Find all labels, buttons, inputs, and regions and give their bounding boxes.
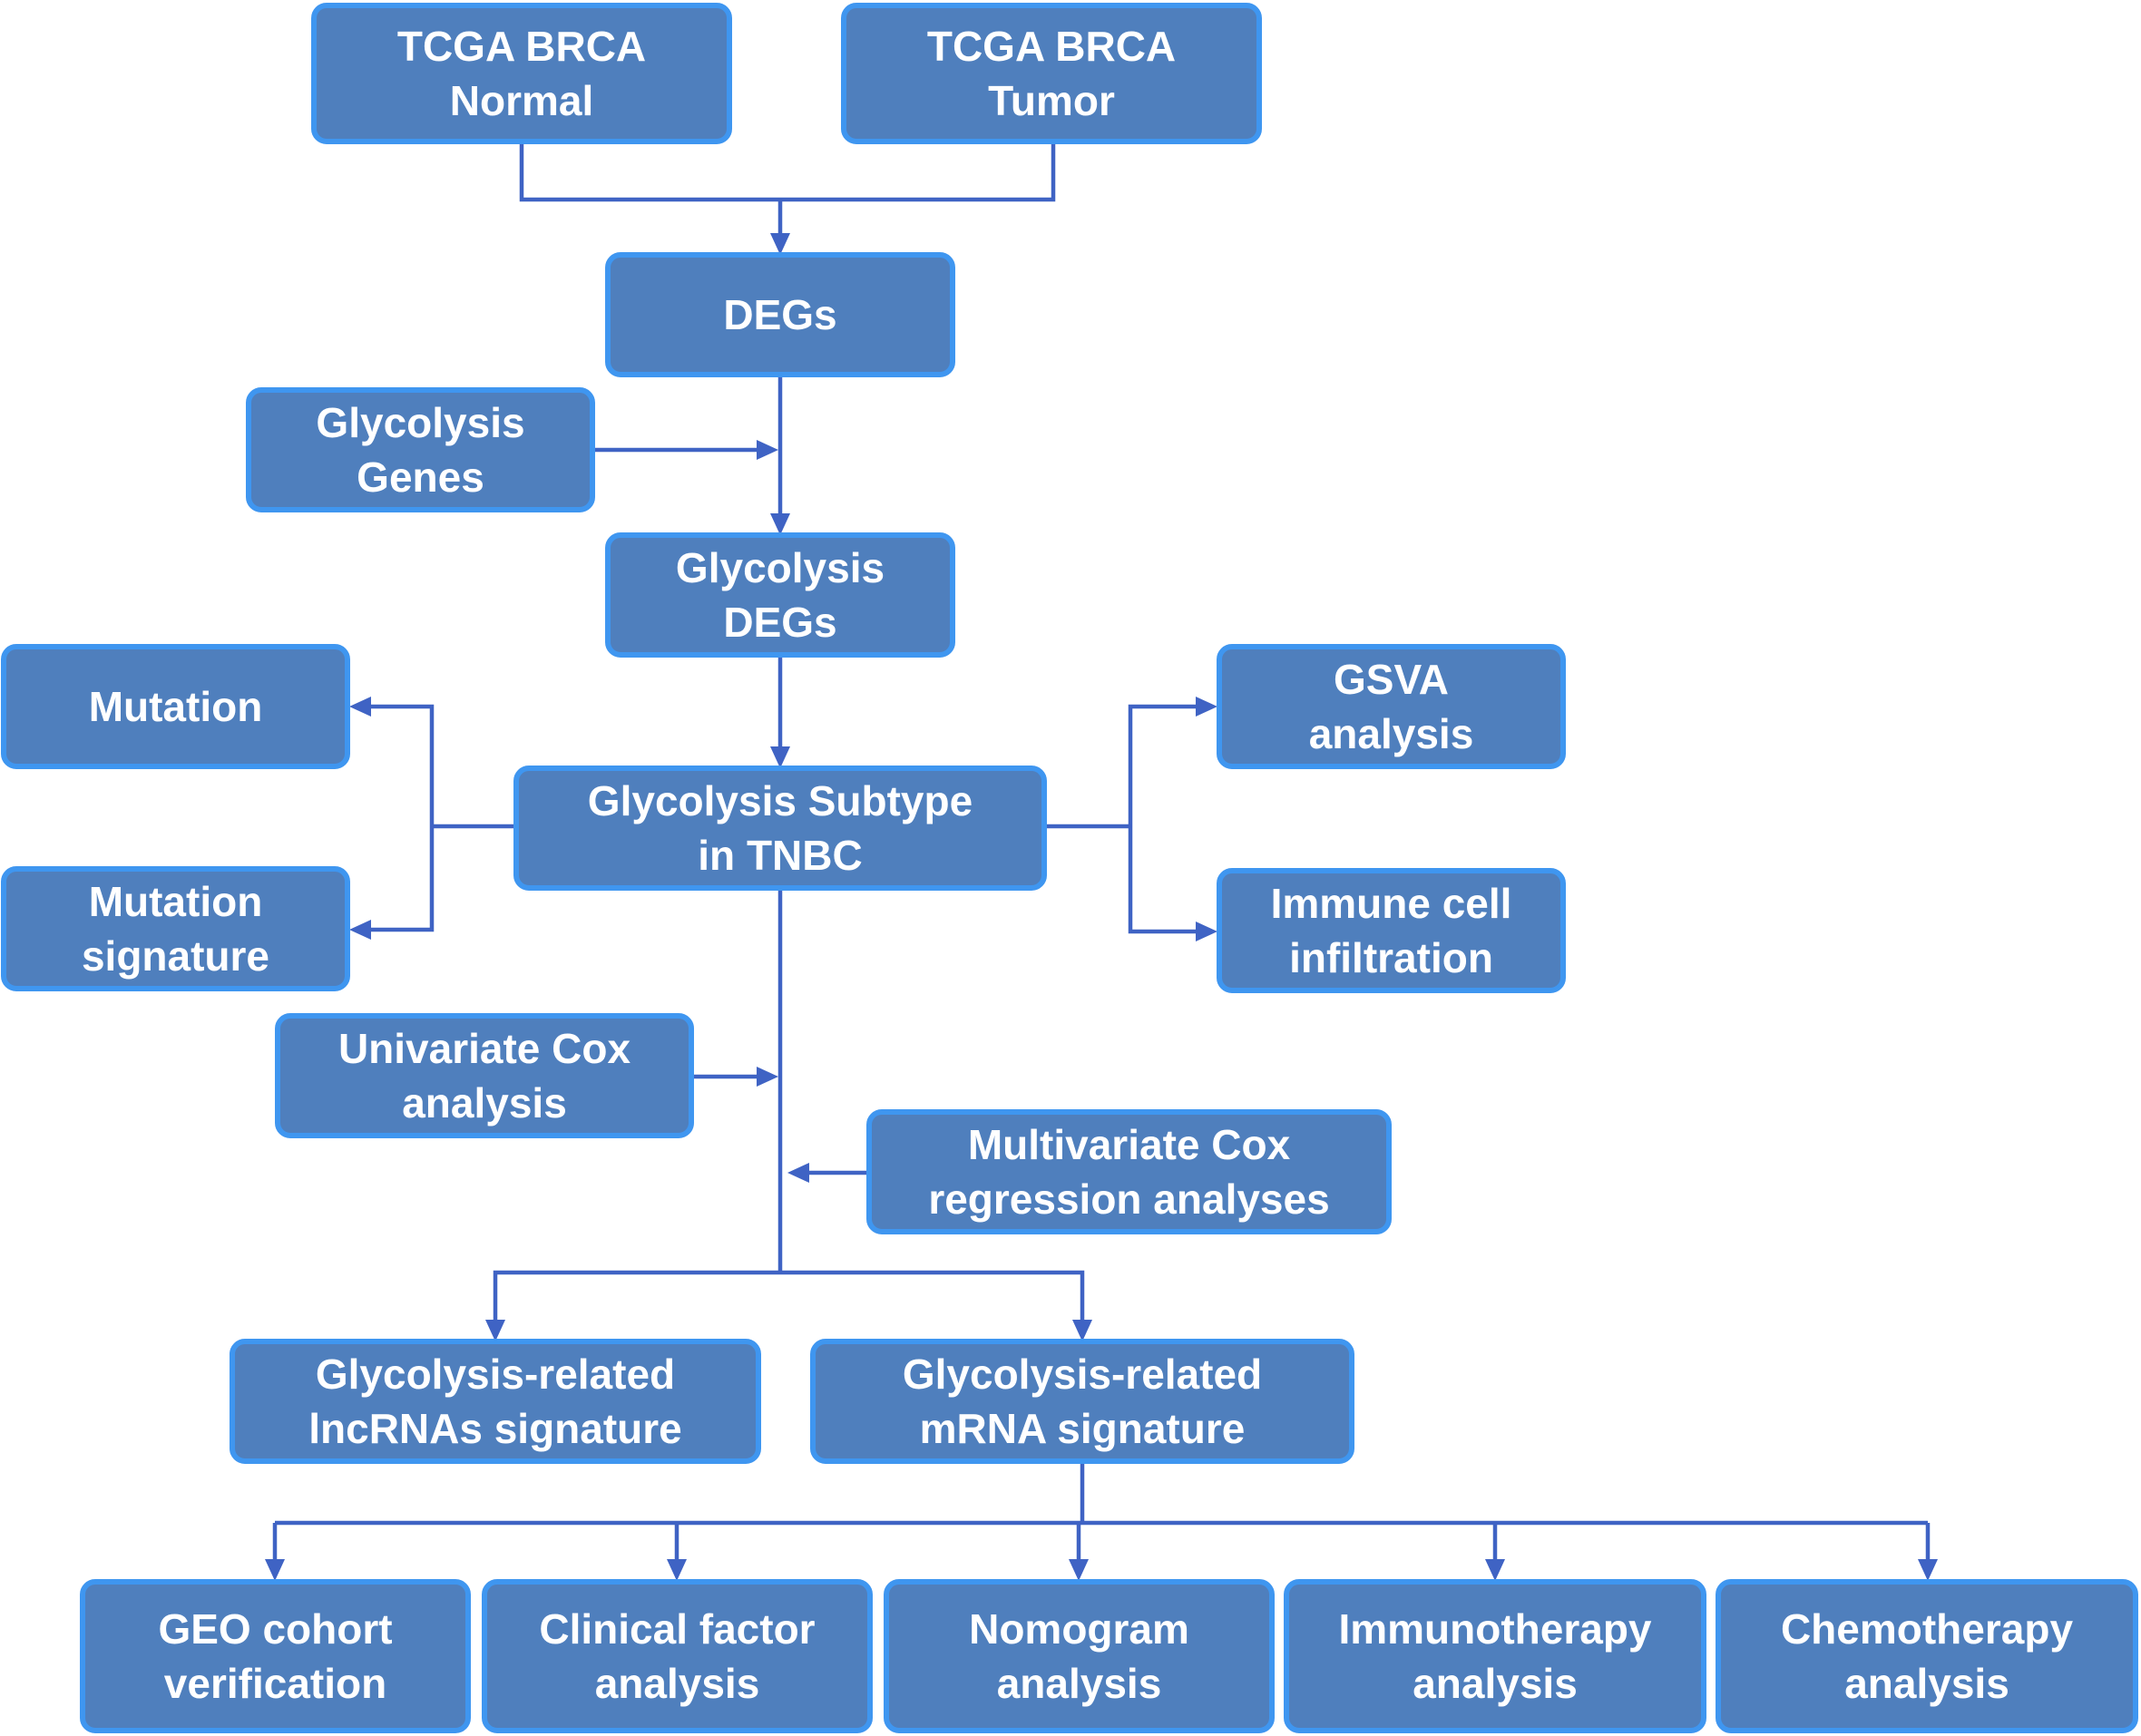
- node-label-line: analysis: [1309, 710, 1474, 757]
- node-label-line: Mutation: [89, 683, 263, 730]
- arrowhead: [349, 697, 371, 717]
- node-label-line: verification: [164, 1660, 386, 1707]
- node-degs: DEGs: [605, 252, 955, 377]
- node-clinical: Clinical factor analysis: [482, 1579, 873, 1733]
- connectors: [265, 141, 1938, 1581]
- node-label-line: Glycolysis-related: [903, 1351, 1262, 1398]
- node-tcga-tumor: TCGA BRCA Tumor: [841, 3, 1262, 144]
- node-box: [605, 532, 955, 658]
- node-box: [1284, 1579, 1706, 1733]
- node-label-line: regression analyses: [928, 1175, 1329, 1223]
- arrowhead: [1069, 1559, 1089, 1581]
- node-label-line: DEGs: [723, 291, 836, 338]
- node-mutation: Mutation: [1, 644, 350, 769]
- arrowhead: [770, 746, 790, 768]
- node-label-line: GEO cohort: [158, 1605, 392, 1653]
- node-label-line: Mutation: [89, 878, 263, 925]
- node-label-line: Glycolysis: [316, 399, 524, 446]
- node-box: [1, 644, 350, 769]
- node-box: [1716, 1579, 2138, 1733]
- node-label-line: TCGA BRCA: [397, 23, 646, 70]
- node-geo: GEO cohort verification: [80, 1579, 471, 1733]
- node-immune: Immune cell infiltration: [1217, 868, 1566, 993]
- node-mutation-sig: Mutation signature: [1, 866, 350, 991]
- arrowhead: [1196, 922, 1217, 941]
- node-label-line: Univariate Cox: [338, 1025, 631, 1072]
- node-box: [1217, 644, 1566, 769]
- node-label-line: Multivariate Cox: [968, 1121, 1291, 1168]
- node-label-line: Normal: [450, 77, 593, 124]
- arrowhead: [757, 1067, 778, 1087]
- node-nomogram: Nomogram analysis: [884, 1579, 1275, 1733]
- node-box: [1217, 868, 1566, 993]
- node-gsva: GSVA analysis: [1217, 644, 1566, 769]
- connector-line: [366, 704, 435, 932]
- node-label-line: Glycolysis: [676, 544, 885, 591]
- node-label-line: DEGs: [723, 599, 836, 646]
- node-label-line: Glycolysis-related: [316, 1351, 675, 1398]
- node-box: [810, 1339, 1354, 1464]
- node-label-line: mRNA signature: [920, 1405, 1246, 1452]
- node-mrna-sig: Glycolysis-related mRNA signature: [810, 1339, 1354, 1464]
- node-label-line: signature: [82, 932, 269, 980]
- connector-line: [493, 1270, 1085, 1328]
- node-label-line: lncRNAs signature: [308, 1405, 682, 1452]
- node-tcga-normal: TCGA BRCA Normal: [311, 3, 732, 144]
- node-label-line: Immunotherapy: [1338, 1605, 1651, 1653]
- node-box: [230, 1339, 761, 1464]
- node-label-line: Tumor: [988, 77, 1115, 124]
- arrowhead: [787, 1163, 809, 1183]
- arrowhead: [1196, 697, 1217, 717]
- node-label-line: analysis: [1844, 1660, 2009, 1707]
- node-lncrna-sig: Glycolysis-related lncRNAs signature: [230, 1339, 761, 1464]
- node-multivariate: Multivariate Cox regression analyses: [866, 1109, 1392, 1234]
- arrowhead: [349, 920, 371, 940]
- node-label-line: analysis: [595, 1660, 760, 1707]
- node-box: [80, 1579, 471, 1733]
- node-subtype: Glycolysis Subtype in TNBC: [513, 766, 1047, 891]
- node-label-line: GSVA: [1334, 656, 1449, 703]
- arrowhead: [485, 1320, 505, 1341]
- arrowhead: [1485, 1559, 1505, 1581]
- node-label-line: TCGA BRCA: [927, 23, 1176, 70]
- arrowhead: [770, 513, 790, 535]
- node-label-line: Chemotherapy: [1781, 1605, 2073, 1653]
- arrowhead: [667, 1559, 687, 1581]
- node-box: [884, 1579, 1275, 1733]
- node-immunotherapy: Immunotherapy analysis: [1284, 1579, 1706, 1733]
- node-label-line: infiltration: [1289, 934, 1493, 981]
- arrowhead: [770, 233, 790, 255]
- node-univariate: Univariate Cox analysis: [275, 1013, 694, 1138]
- node-box: [311, 3, 732, 144]
- node-box: [841, 3, 1262, 144]
- node-box: [513, 766, 1047, 891]
- node-box: [246, 387, 595, 512]
- node-chemotherapy: Chemotherapy analysis: [1716, 1579, 2138, 1733]
- node-box: [482, 1579, 873, 1733]
- node-box: [866, 1109, 1392, 1234]
- node-label-line: in TNBC: [698, 832, 862, 879]
- connector-line: [1128, 704, 1199, 934]
- node-label-line: Immune cell: [1271, 880, 1512, 927]
- connector-line: [519, 141, 1056, 202]
- arrowhead: [1918, 1559, 1938, 1581]
- node-label-line: analysis: [402, 1079, 567, 1126]
- node-label-line: Glycolysis Subtype: [588, 777, 973, 824]
- node-label-line: Genes: [357, 454, 484, 501]
- arrowhead: [265, 1559, 285, 1581]
- node-label-line: analysis: [997, 1660, 1162, 1707]
- node-box: [605, 252, 955, 377]
- arrowhead: [1072, 1320, 1092, 1341]
- node-label-line: Clinical factor: [539, 1605, 815, 1653]
- node-box: [275, 1013, 694, 1138]
- node-label-line: analysis: [1413, 1660, 1578, 1707]
- arrowhead: [757, 440, 778, 460]
- node-label-line: Nomogram: [969, 1605, 1189, 1653]
- node-box: [1, 866, 350, 991]
